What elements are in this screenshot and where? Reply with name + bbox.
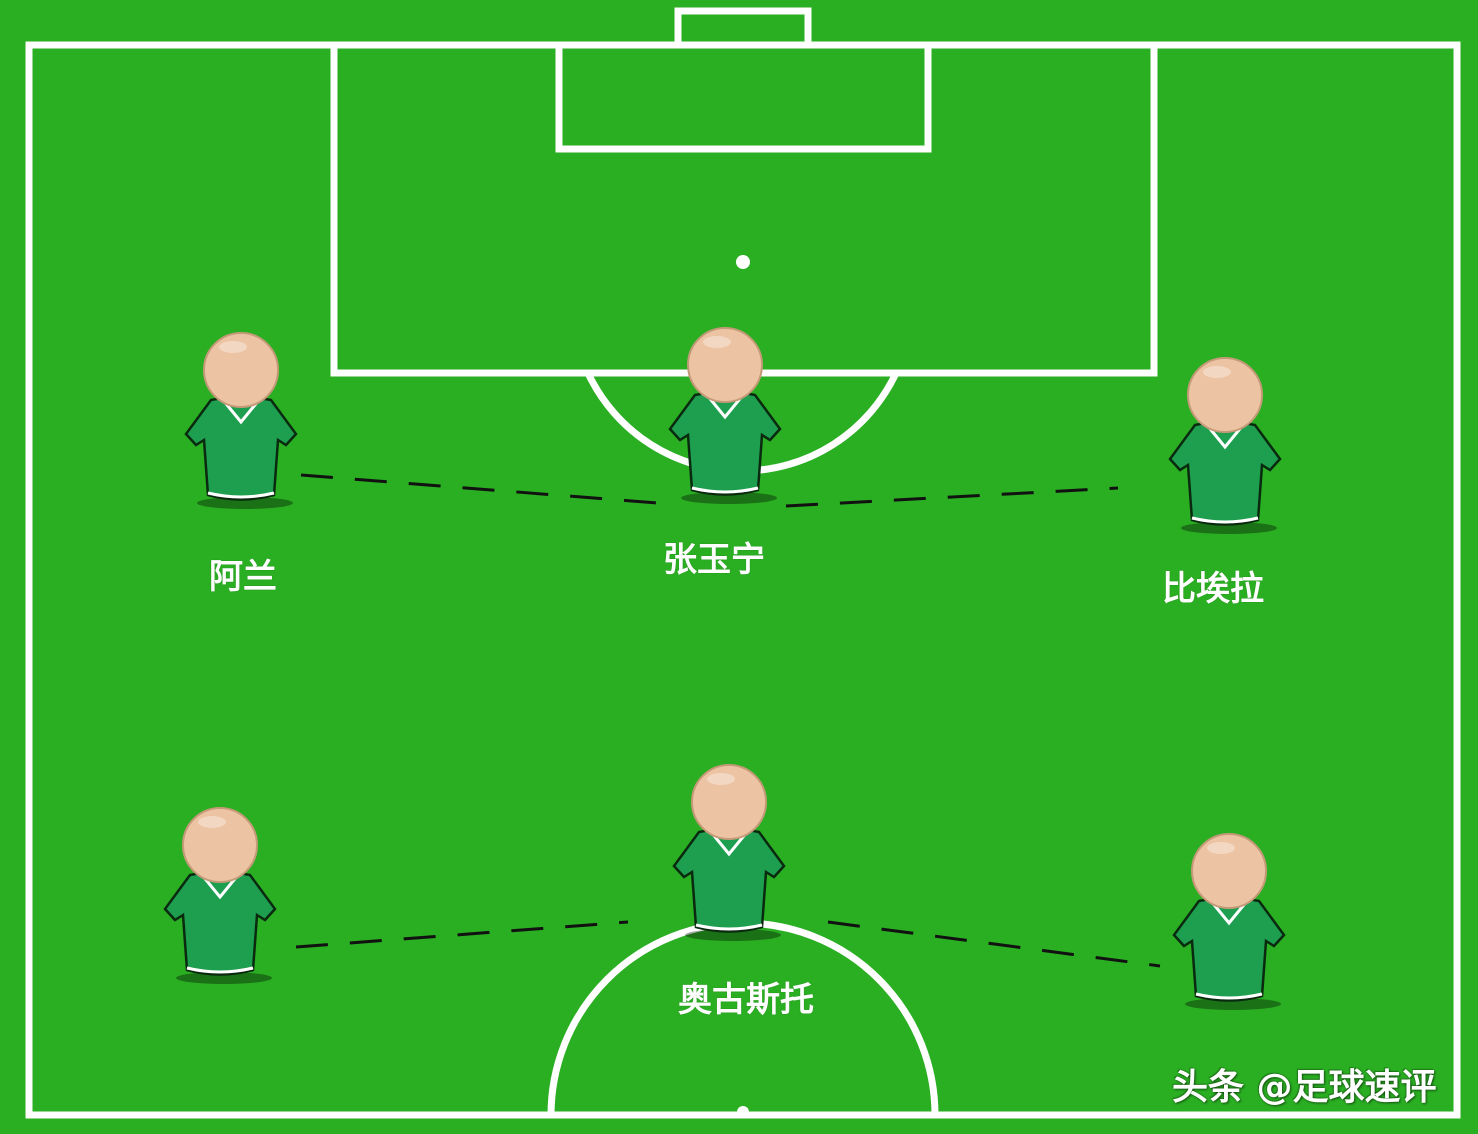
goal [674, 7, 812, 49]
shirt-hem [691, 486, 759, 494]
shirt-hem [207, 491, 275, 499]
player-shadow [685, 929, 781, 941]
shirt-hem [695, 923, 763, 931]
head-highlight [198, 816, 226, 828]
shirt-collar [705, 394, 745, 420]
link-p4-p5 [295, 920, 629, 949]
player-p1 [184, 332, 298, 509]
head-highlight [1203, 366, 1231, 378]
player-p4 [163, 807, 277, 984]
player-head [1187, 357, 1263, 433]
player-shadow [681, 492, 777, 504]
penalty-spot [736, 255, 750, 269]
player-p2 [668, 327, 782, 504]
shirt-collar [1209, 900, 1249, 926]
player-head [691, 764, 767, 840]
shirt-collar [1205, 424, 1245, 450]
shirt-collar [709, 831, 749, 857]
player-name-p1: 阿兰 [209, 557, 277, 597]
link-p2-p3 [785, 486, 1119, 508]
shirt-hem [1191, 516, 1259, 524]
player-shirt [1172, 896, 1286, 1002]
player-name-p3: 比埃拉 [1162, 569, 1264, 609]
center-spot [737, 1106, 749, 1118]
players-layer [163, 327, 1286, 1010]
shirt-collar [221, 399, 261, 425]
player-shadow [176, 972, 272, 984]
shirt-hem [1195, 992, 1263, 1000]
head-highlight [703, 336, 731, 348]
goal-area [555, 41, 932, 153]
shirt-hem [186, 966, 254, 974]
head-highlight [1207, 842, 1235, 854]
player-head [203, 332, 279, 408]
player-shirt [163, 870, 277, 976]
player-head [687, 327, 763, 403]
player-name-p2: 张玉宁 [663, 540, 765, 580]
player-shirt [668, 390, 782, 496]
player-shadow [1181, 522, 1277, 534]
player-shirt [672, 827, 786, 933]
player-p5 [672, 764, 786, 941]
player-name-p5: 奥古斯托 [678, 980, 814, 1020]
head-highlight [219, 341, 247, 353]
player-p3 [1168, 357, 1282, 534]
link-p5-p6 [827, 920, 1161, 968]
watermark: 头条 @足球速评 [1172, 1067, 1437, 1108]
player-shadow [1185, 998, 1281, 1010]
player-shadow [197, 497, 293, 509]
player-p6 [1172, 833, 1286, 1010]
penalty-area [330, 41, 1158, 377]
player-head [182, 807, 258, 883]
link-p1-p2 [300, 473, 658, 505]
player-shirt [1168, 420, 1282, 526]
formation-links [295, 473, 1161, 968]
player-shirt [184, 395, 298, 501]
shirt-collar [200, 874, 240, 900]
player-head [1191, 833, 1267, 909]
head-highlight [707, 773, 735, 785]
